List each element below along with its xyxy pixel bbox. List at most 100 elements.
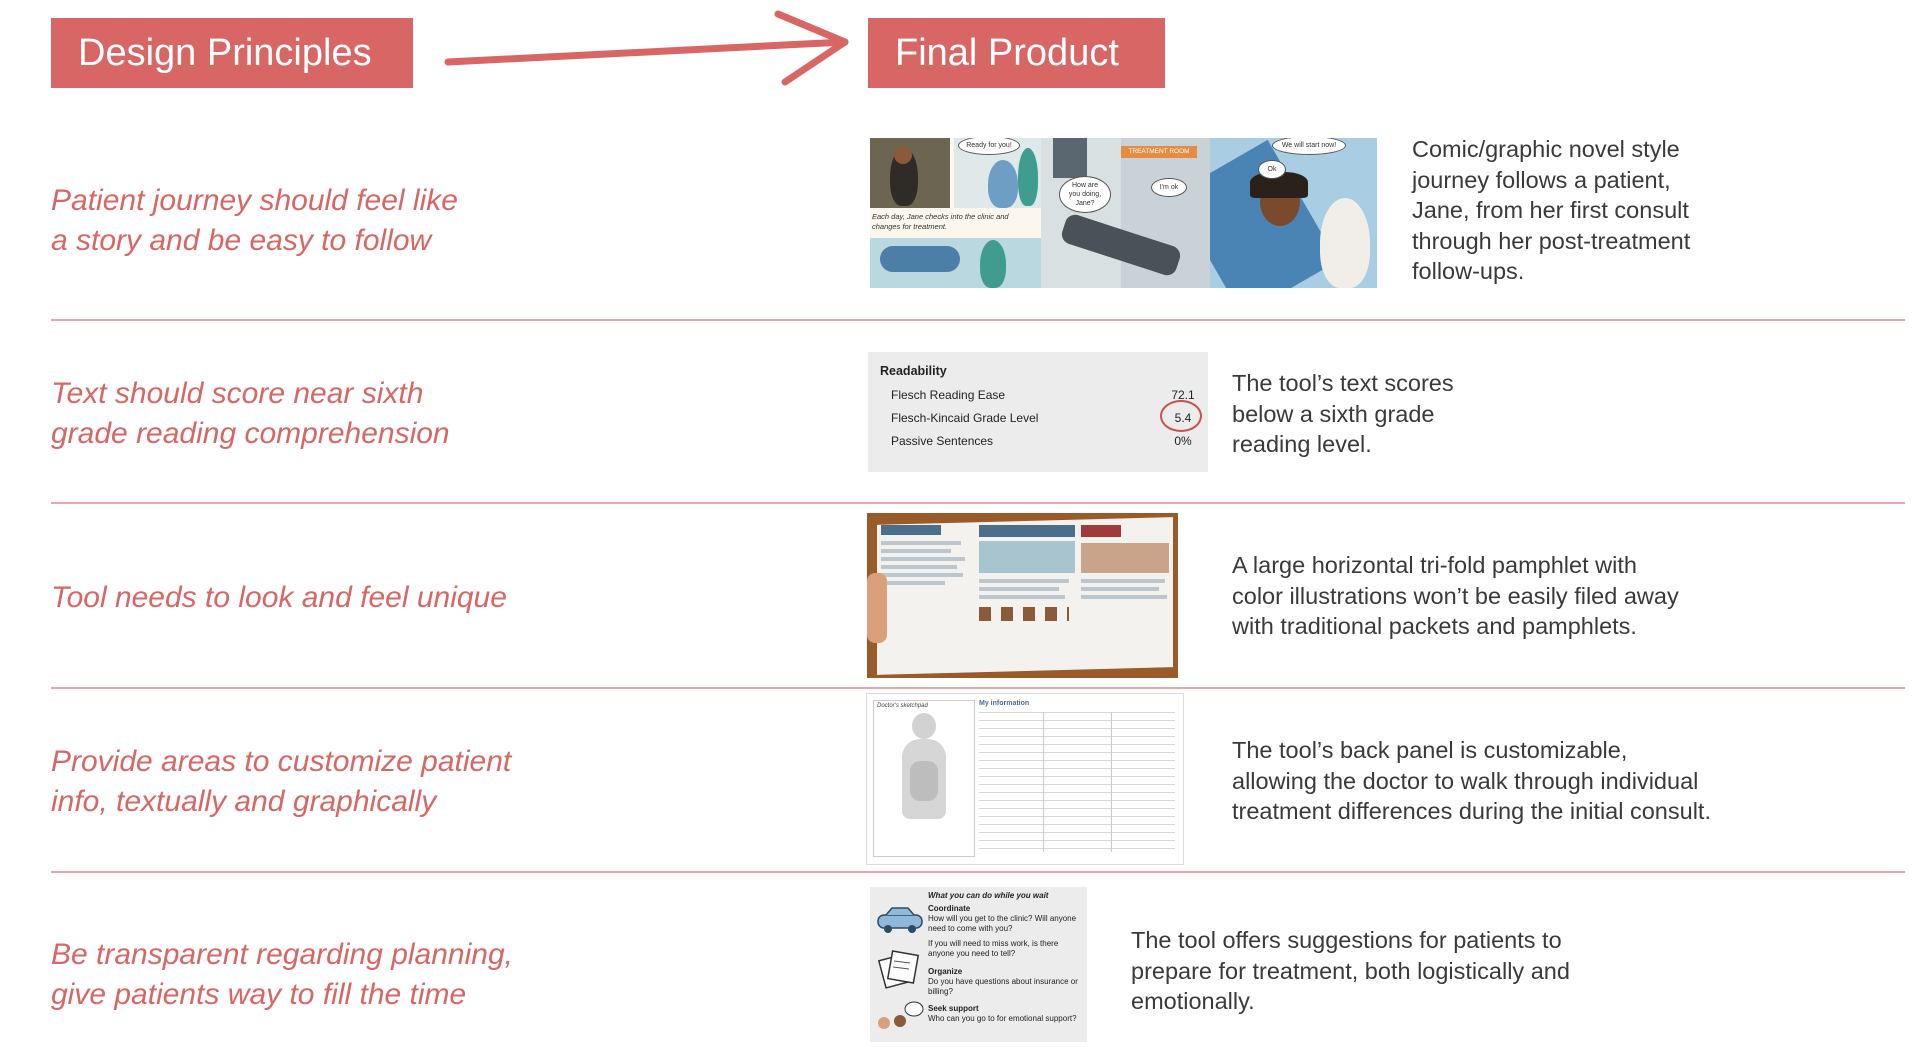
- principle-transparent: Be transparent regarding planning, give …: [51, 935, 811, 1015]
- coordinate-heading: Coordinate: [928, 904, 971, 913]
- readability-label: Passive Sentences: [891, 434, 994, 448]
- description-line: The tool’s text scores: [1232, 370, 1454, 396]
- body-organs: [910, 761, 938, 801]
- comic-caption: Each day, Jane checks into the clinic an…: [872, 212, 1009, 231]
- readability-scores-panel: Readability Flesch Reading Ease 72.1 Fle…: [868, 352, 1208, 472]
- treatment-room-sign: TREATMENT ROOM: [1121, 146, 1197, 158]
- illustration: [979, 541, 1075, 573]
- logo: [1081, 525, 1121, 537]
- figure: [1320, 198, 1370, 288]
- description-line: The tool’s back panel is customizable,: [1232, 737, 1628, 763]
- principle-line: Patient journey should feel like: [51, 184, 458, 217]
- principle-line: info, textually and graphically: [51, 785, 437, 818]
- speech-bubble: Ready for you!: [958, 138, 1020, 155]
- comic-panel-start: We will start now! Ok: [1210, 138, 1377, 288]
- text-lines: [1081, 579, 1165, 583]
- speech-bubble: How are you doing, Jane?: [1059, 176, 1111, 213]
- comic-strip-image: Ready for you! Each day, Jane checks int…: [870, 138, 1377, 288]
- pamphlet-panel: [881, 525, 973, 665]
- sketchpad-title: Doctor's sketchpad: [877, 703, 928, 709]
- pamphlet-panel: [979, 525, 1075, 663]
- principle-unique: Tool needs to look and feel unique: [51, 578, 811, 618]
- pamphlet-heading: [881, 525, 941, 535]
- hand: [867, 573, 887, 643]
- car-icon: [877, 907, 923, 933]
- row-divider: [51, 502, 1905, 504]
- portraits: [979, 607, 1069, 621]
- principle-line: Provide areas to customize patient: [51, 745, 512, 778]
- description-readability: The tool’s text scores below a sixth gra…: [1232, 368, 1454, 460]
- comic-panel-treatment-room: TREATMENT ROOM How are you doing, Jane? …: [1041, 138, 1213, 288]
- description-pamphlet: A large horizontal tri-fold pamphlet wit…: [1232, 550, 1679, 642]
- text-lines: [881, 581, 945, 585]
- arrow-right-icon: [444, 10, 849, 86]
- description-line: A large horizontal tri-fold pamphlet wit…: [1232, 552, 1637, 578]
- column-divider: [1111, 712, 1112, 852]
- pamphlet-heading: [979, 525, 1075, 537]
- pamphlet-panel: [1081, 525, 1171, 663]
- description-line: allowing the doctor to walk through indi…: [1232, 767, 1699, 794]
- row-divider: [51, 687, 1905, 689]
- comic-panel-checkin: Ready for you! Each day, Jane checks int…: [870, 138, 1044, 288]
- sketchpad-area: Doctor's sketchpad: [873, 700, 975, 857]
- while-you-wait-panel: What you can do while you wait Coordinat…: [870, 887, 1087, 1042]
- miss-work-text: If you will need to miss work, is there …: [928, 939, 1059, 958]
- my-information-title: My information: [979, 700, 1030, 707]
- doctor-sketchpad-panel: Doctor's sketchpad My information: [866, 693, 1184, 865]
- figure: [980, 240, 1006, 288]
- form-lines: [979, 712, 1175, 852]
- support-heading: Seek support: [928, 1004, 979, 1013]
- figure: [1018, 148, 1038, 206]
- body-head: [912, 713, 936, 739]
- column-divider: [1043, 712, 1044, 852]
- text-lines: [979, 587, 1059, 591]
- description-line: emotionally.: [1131, 988, 1255, 1014]
- text-lines: [881, 541, 961, 545]
- final-product-header: Final Product: [868, 18, 1165, 88]
- design-principles-header: Design Principles: [51, 18, 413, 88]
- description-line: below a sixth grade: [1232, 400, 1435, 427]
- text-lines: [979, 595, 1065, 599]
- text-lines: [881, 549, 951, 553]
- machine: [1053, 138, 1087, 178]
- readability-label: Flesch Reading Ease: [891, 388, 1006, 402]
- row-divider: [51, 871, 1905, 873]
- text-lines: [881, 573, 963, 577]
- principle-line: Be transparent regarding planning,: [51, 938, 513, 971]
- text-lines: [1081, 587, 1159, 591]
- figure: [988, 160, 1018, 208]
- readability-title: Readability: [880, 364, 947, 378]
- speech-bubble: We will start now!: [1272, 138, 1346, 155]
- illustration: [1081, 543, 1169, 573]
- documents-icon: [878, 950, 920, 989]
- row-divider: [51, 319, 1905, 321]
- description-line: journey follows a patient,: [1412, 166, 1671, 193]
- description-line: through her post-treatment: [1412, 227, 1691, 254]
- pamphlet-photo: [867, 513, 1178, 678]
- principle-line: give patients way to fill the time: [51, 978, 467, 1011]
- description-line: with traditional packets and pamphlets.: [1232, 613, 1637, 639]
- readability-label: Flesch-Kincaid Grade Level: [891, 411, 1039, 425]
- text-lines: [881, 557, 965, 561]
- text-lines: [979, 579, 1069, 583]
- description-line: The tool offers suggestions for patients…: [1131, 927, 1562, 953]
- organize-text: Do you have questions about insurance or…: [928, 977, 1078, 996]
- description-planning: The tool offers suggestions for patients…: [1131, 925, 1570, 1017]
- highlight-circle: [1160, 400, 1202, 432]
- face: [894, 146, 912, 164]
- description-line: treatment differences during the initial…: [1232, 798, 1711, 824]
- speech-bubble: I'm ok: [1151, 178, 1187, 197]
- support-text: Who can you go to for emotional support?: [928, 1014, 1077, 1023]
- principle-line: Tool needs to look and feel unique: [51, 581, 507, 614]
- speech-bubble: Ok: [1258, 160, 1286, 179]
- text-lines: [881, 565, 957, 569]
- principle-reading-level: Text should score near sixth grade readi…: [51, 374, 811, 454]
- principle-line: grade reading comprehension: [51, 417, 450, 450]
- description-line: color illustrations won’t be easily file…: [1232, 582, 1679, 609]
- description-line: Jane, from her first consult: [1412, 197, 1689, 223]
- figure: [880, 246, 960, 272]
- text-lines: [1081, 595, 1167, 599]
- wait-title: What you can do while you wait: [928, 891, 1049, 900]
- readability-value: 0%: [1174, 434, 1192, 448]
- principle-line: Text should score near sixth: [51, 377, 424, 410]
